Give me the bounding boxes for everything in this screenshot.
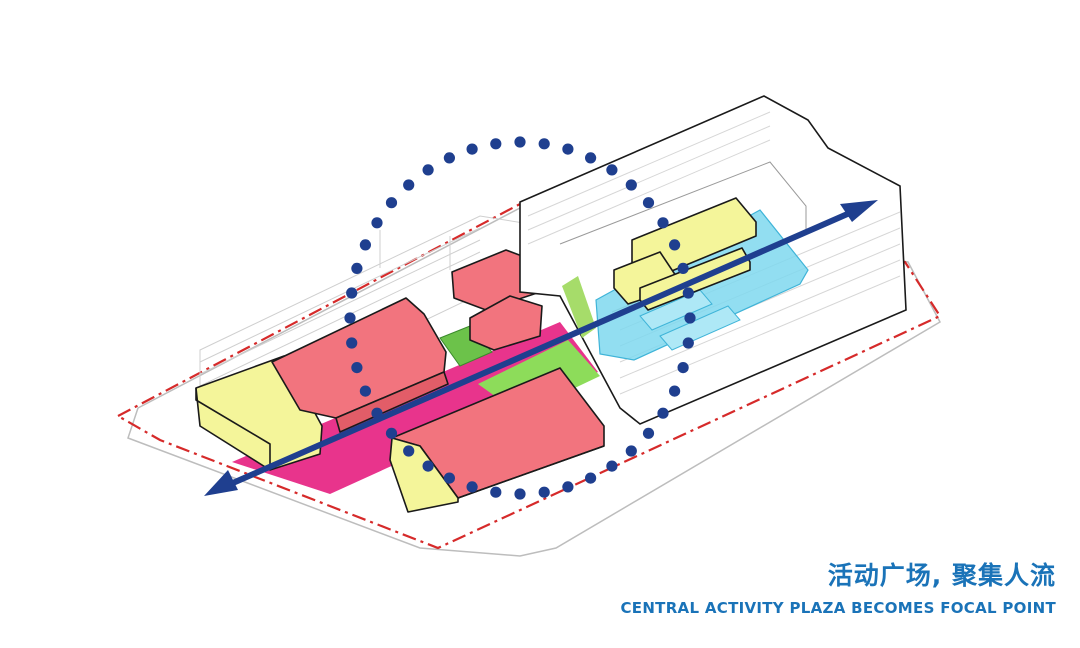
west-building-red-roof xyxy=(271,297,447,419)
focal-ring-dot xyxy=(585,472,597,484)
green-wall xyxy=(562,276,596,338)
focal-ring-dot xyxy=(657,217,669,229)
focal-ring-dot xyxy=(403,445,415,457)
focal-ring-dot xyxy=(669,239,681,251)
focal-ring-dot xyxy=(490,138,502,150)
glass-atrium-steps xyxy=(639,289,741,351)
focal-ring-dot xyxy=(351,362,363,374)
focal-ring-dot xyxy=(466,481,478,493)
focal-ring-dot xyxy=(385,197,398,209)
west-building xyxy=(195,297,449,471)
focal-ring-dot xyxy=(490,486,502,498)
focal-ring-dot xyxy=(682,287,694,299)
focal-ring-dot xyxy=(562,481,574,493)
focal-ring-dot xyxy=(642,197,655,209)
focal-ring-dot xyxy=(677,262,689,274)
focal-ring-dot xyxy=(669,385,681,397)
focal-ring-dot xyxy=(422,164,434,176)
focal-ring-dot xyxy=(443,472,455,484)
flow-arrow-head-west xyxy=(204,470,238,496)
focal-ring-dot xyxy=(625,445,637,457)
focal-ring-dot xyxy=(371,217,383,229)
focal-ring-dot xyxy=(514,488,526,500)
green-lawn-small xyxy=(439,325,493,367)
focal-ring-dot xyxy=(538,486,550,498)
focal-ring-dot xyxy=(443,152,455,164)
focal-ring-dot xyxy=(385,427,398,439)
site-boundary xyxy=(115,202,942,550)
flow-arrow-head-east xyxy=(840,200,878,222)
focal-ring-dot xyxy=(359,385,371,397)
focal-ring-dot xyxy=(642,427,655,439)
focal-ring-dot xyxy=(422,460,434,472)
focal-ring-dot xyxy=(403,179,415,191)
focal-ring-dot xyxy=(684,312,696,324)
focal-ring-dot xyxy=(606,460,618,472)
focal-point-dotted-ring xyxy=(344,136,696,500)
flow-arrow-shaft xyxy=(224,209,854,489)
focal-ring-dot xyxy=(682,337,694,349)
focal-ring-dot xyxy=(657,407,669,419)
focal-ring-dot xyxy=(606,164,618,176)
focal-ring-dot xyxy=(351,262,363,274)
focal-ring-dot xyxy=(359,239,371,251)
flow-arrow xyxy=(204,200,878,496)
caption-title-en: CENTRAL ACTIVITY PLAZA BECOMES FOCAL POI… xyxy=(620,599,1056,617)
south-building xyxy=(389,367,605,513)
focal-ring-dot xyxy=(538,138,550,150)
focal-ring-dot xyxy=(562,143,574,155)
focal-ring-dot xyxy=(466,143,478,155)
focal-ring-dot xyxy=(585,152,597,164)
caption-title-cn: 活动广场, 聚集人流 xyxy=(827,561,1056,590)
west-building-red-side xyxy=(335,371,449,433)
focal-ring-dot xyxy=(677,362,689,374)
focal-ring-dot xyxy=(514,136,526,148)
focal-ring-dot xyxy=(346,337,358,349)
focal-ring-dot xyxy=(346,287,358,299)
focal-ring-dot xyxy=(344,312,356,324)
focal-ring-dot xyxy=(625,179,637,191)
south-building-yellow-front xyxy=(389,437,459,513)
